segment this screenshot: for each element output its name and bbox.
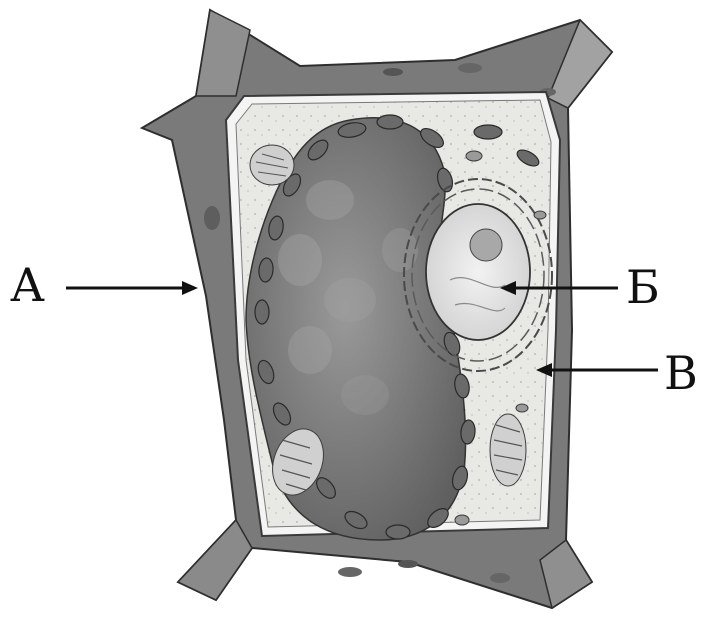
- label-b: Б: [626, 264, 660, 310]
- label-a: А: [10, 262, 45, 308]
- arrow-to-cell-wall: [66, 281, 198, 295]
- label-v: В: [664, 350, 698, 396]
